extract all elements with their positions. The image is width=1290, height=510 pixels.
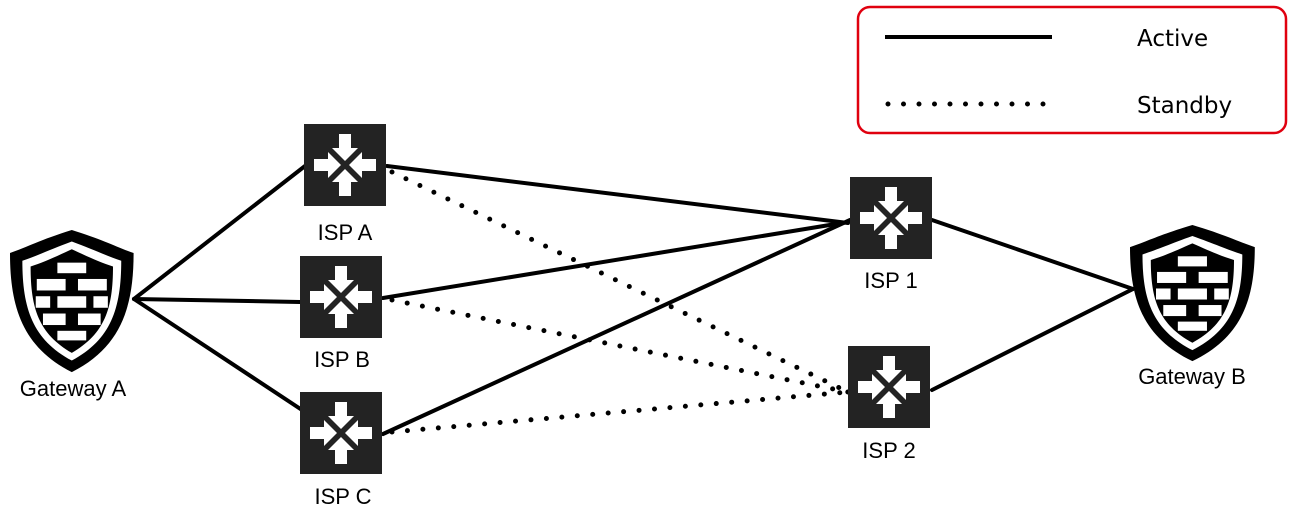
node-label: ISP A — [318, 220, 373, 245]
router-icon — [848, 346, 930, 428]
firewall-shield-icon — [10, 230, 134, 373]
node-gateway-a: Gateway A — [10, 230, 134, 401]
link-isp-b-isp-1 — [381, 220, 850, 300]
firewall-shield-icon — [1130, 225, 1255, 362]
node-label: ISP 2 — [862, 438, 915, 463]
legend: Active Standby — [856, 5, 1288, 135]
router-icon — [304, 124, 386, 206]
node-label: ISP C — [314, 484, 371, 509]
node-label: ISP 1 — [864, 268, 917, 293]
node-isp-c: ISP C — [300, 392, 382, 509]
link-isp-a-isp-1 — [385, 164, 850, 225]
link-isp-a-isp-2 — [389, 169, 851, 395]
legend-standby-label: Standby — [1137, 93, 1232, 119]
node-gateway-b: Gateway B — [1130, 225, 1255, 389]
router-icon — [850, 177, 932, 259]
router-icon — [300, 256, 382, 338]
node-label: Gateway B — [1138, 364, 1246, 389]
link-isp-2-gateway-b — [930, 287, 1135, 392]
node-isp-2: ISP 2 — [848, 346, 930, 463]
link-gateway-a-isp-b — [132, 297, 302, 304]
node-label: Gateway A — [20, 376, 127, 401]
node-isp-b: ISP B — [300, 256, 382, 372]
router-icon — [300, 392, 382, 474]
node-isp-1: ISP 1 — [850, 177, 932, 293]
legend-active-label: Active — [1137, 26, 1208, 52]
node-label: ISP B — [314, 347, 370, 372]
link-gateway-a-isp-c — [132, 297, 304, 412]
link-isp-b-isp-2 — [389, 297, 851, 395]
link-isp-1-gateway-b — [930, 218, 1135, 291]
node-isp-a: ISP A — [304, 124, 386, 245]
links — [132, 164, 1135, 436]
link-isp-c-isp-1 — [381, 218, 852, 436]
link-gateway-a-isp-a — [132, 164, 307, 301]
link-isp-c-isp-2 — [389, 389, 851, 435]
